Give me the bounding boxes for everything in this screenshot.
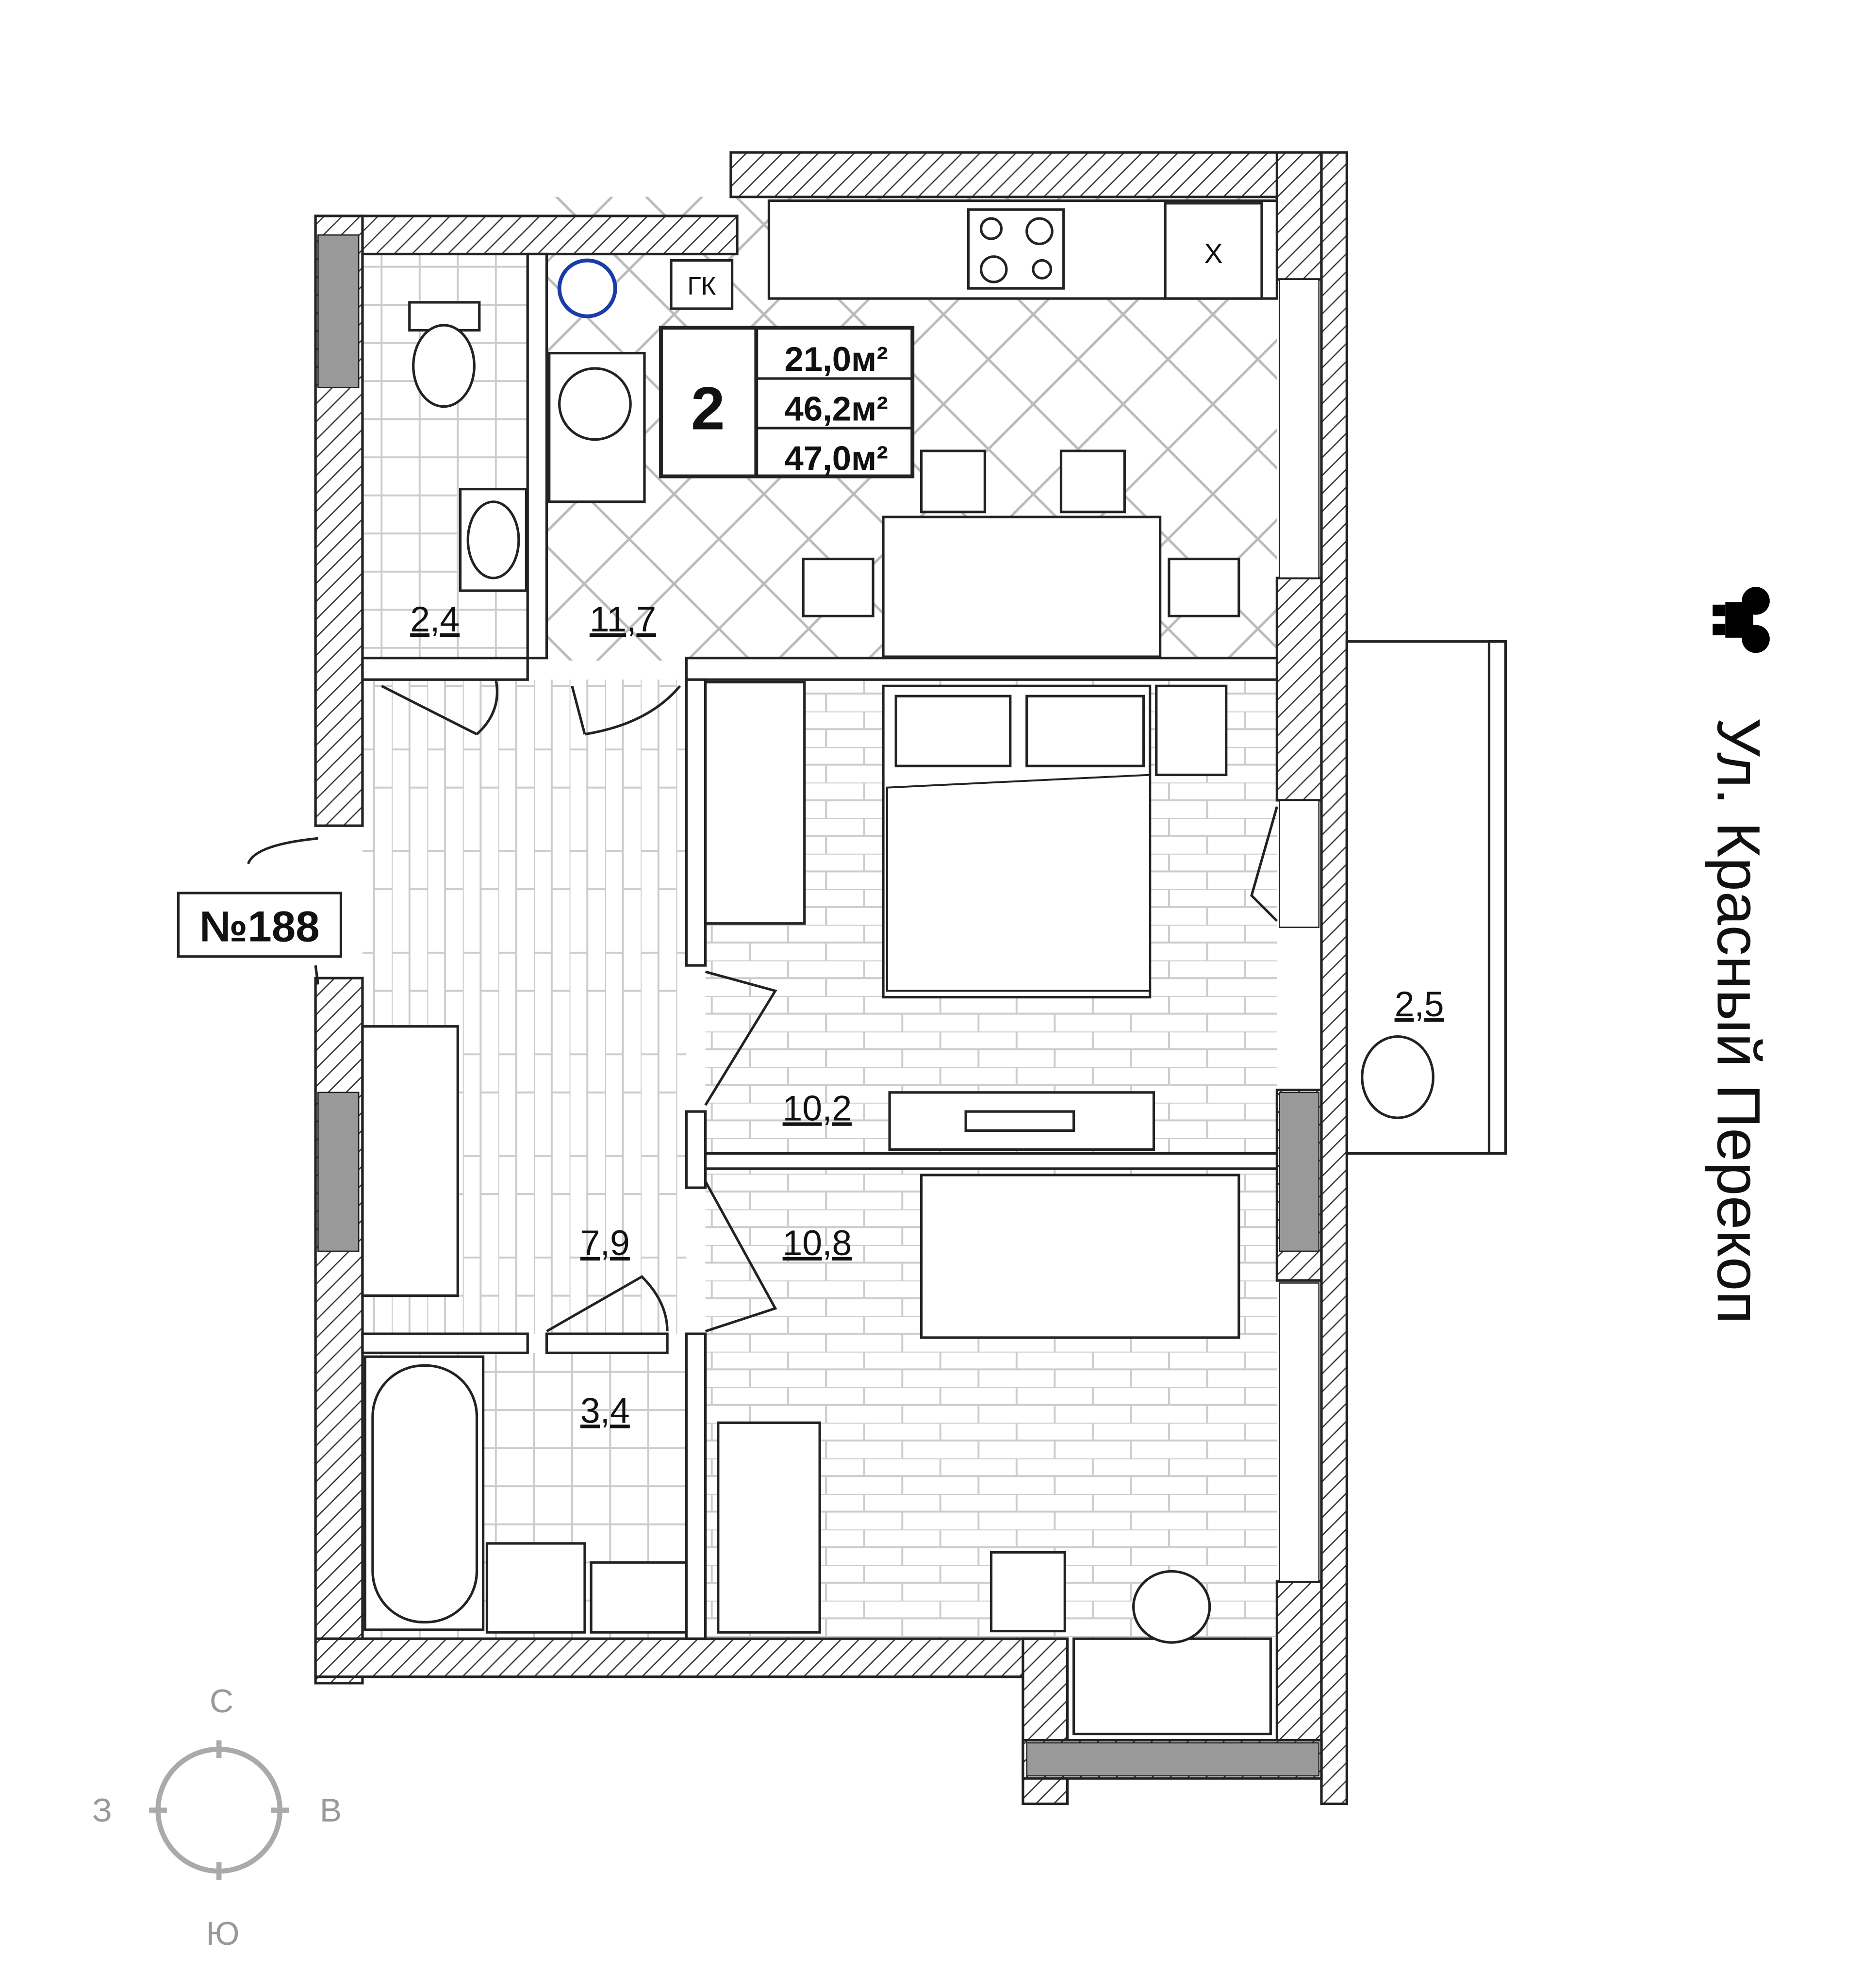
compass-west: З [92, 1792, 112, 1829]
gas-boiler-label: ГК [687, 272, 716, 300]
balcony-chair [1361, 1035, 1434, 1119]
living-area: 21,0м² [785, 340, 888, 378]
wc-area: 2,4 [410, 599, 460, 639]
total-area: 46,2м² [785, 389, 888, 428]
compass: С З В Ю [92, 1683, 342, 1952]
room-labels: 2,4 11,7 10,2 7,9 10,8 3,4 2,5 [410, 599, 1444, 1431]
chair [1059, 449, 1126, 514]
wardrobe [704, 680, 806, 925]
kitchen-area: 11,7 [590, 599, 656, 639]
bedroom2-area: 10,8 [783, 1223, 852, 1263]
apartment-number: №188 [199, 902, 320, 950]
apartment-number-box [177, 892, 343, 958]
fridge [1164, 202, 1263, 300]
total-area-with-balcony: 47,0м² [785, 439, 888, 477]
chair [802, 557, 874, 617]
sink [590, 1561, 688, 1634]
bedroom1-area: 10,2 [783, 1088, 852, 1128]
nightstand [989, 1551, 1066, 1633]
rooms-count: 2 [691, 374, 725, 443]
desk-chair [1132, 1570, 1211, 1644]
binoculars-icon [1713, 587, 1770, 653]
single-bed [920, 1174, 1240, 1339]
dining-table [882, 515, 1162, 658]
compass-south: Ю [206, 1915, 240, 1952]
compass-east: В [320, 1792, 342, 1829]
gas-boiler [670, 259, 734, 310]
apartment-info-box: 2 21,0м² 46,2м² 47,0м² [659, 326, 915, 479]
chair [920, 449, 987, 514]
hallway-wardrobe [361, 1025, 459, 1297]
nightstand [1155, 684, 1228, 777]
balcony-area: 2,5 [1395, 984, 1444, 1024]
desk [1072, 1637, 1272, 1736]
bathroom-area: 3,4 [580, 1391, 630, 1430]
toilet [412, 324, 476, 408]
interior-walls [361, 252, 1279, 1640]
fridge-label: Х [1204, 238, 1222, 269]
compass-north: С [210, 1683, 233, 1720]
chair [1168, 557, 1240, 617]
riser-icon [557, 258, 617, 318]
doors[interactable] [247, 679, 1278, 1333]
wardrobe [717, 1421, 821, 1634]
hallway-area: 7,9 [580, 1223, 630, 1263]
street-name: Ул. Красный Перекоп [1705, 718, 1773, 1324]
balcony-railing [1487, 640, 1507, 1155]
exterior-walls [314, 151, 1348, 1806]
washing-machine [485, 1542, 586, 1634]
